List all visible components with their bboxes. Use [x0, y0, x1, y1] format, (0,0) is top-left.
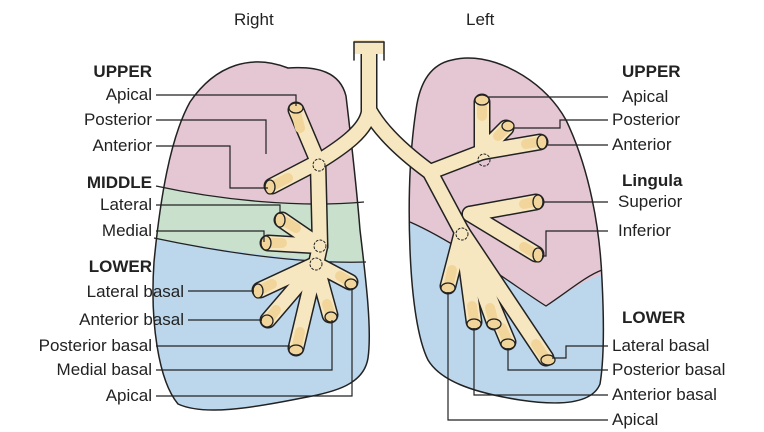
left-upper-anterior-label: Anterior: [612, 135, 672, 155]
right-side-title: Right: [234, 10, 274, 30]
right-upper-anterior-label: Anterior: [92, 136, 152, 156]
right-middle-lateral-label: Lateral: [100, 195, 152, 215]
right-lower-apical-label: Apical: [106, 386, 152, 406]
right-middle-heading: MIDDLE: [87, 173, 152, 193]
right-upper-heading: UPPER: [93, 62, 152, 82]
left-lower-anterior-basal-label: Anterior basal: [612, 385, 717, 405]
right-upper-posterior-label: Posterior: [84, 110, 152, 130]
left-side-title: Left: [466, 10, 494, 30]
right-lung: [140, 40, 380, 420]
right-lower-anterior-basal-label: Anterior basal: [79, 310, 184, 330]
left-upper-posterior-label: Posterior: [612, 110, 680, 130]
left-lower-lateral-basal-label: Lateral basal: [612, 336, 709, 356]
right-lower-posterior-basal-label: Posterior basal: [39, 336, 152, 356]
left-upper-apical-label: Apical: [622, 87, 668, 107]
left-lower-apical-label: Apical: [612, 410, 658, 430]
left-lingula-heading: Lingula: [622, 171, 682, 191]
left-lower-posterior-basal-label: Posterior basal: [612, 360, 725, 380]
right-upper-apical-label: Apical: [106, 85, 152, 105]
right-lower-lateral-basal-label: Lateral basal: [87, 282, 184, 302]
left-lower-heading: LOWER: [622, 308, 685, 328]
right-middle-medial-label: Medial: [102, 221, 152, 241]
left-lingula-inferior-label: Inferior: [618, 221, 671, 241]
right-lower-medial-basal-label: Medial basal: [57, 360, 152, 380]
right-lower-heading: LOWER: [89, 257, 152, 277]
left-upper-heading: UPPER: [622, 62, 681, 82]
left-lingula-superior-label: Superior: [618, 192, 682, 212]
